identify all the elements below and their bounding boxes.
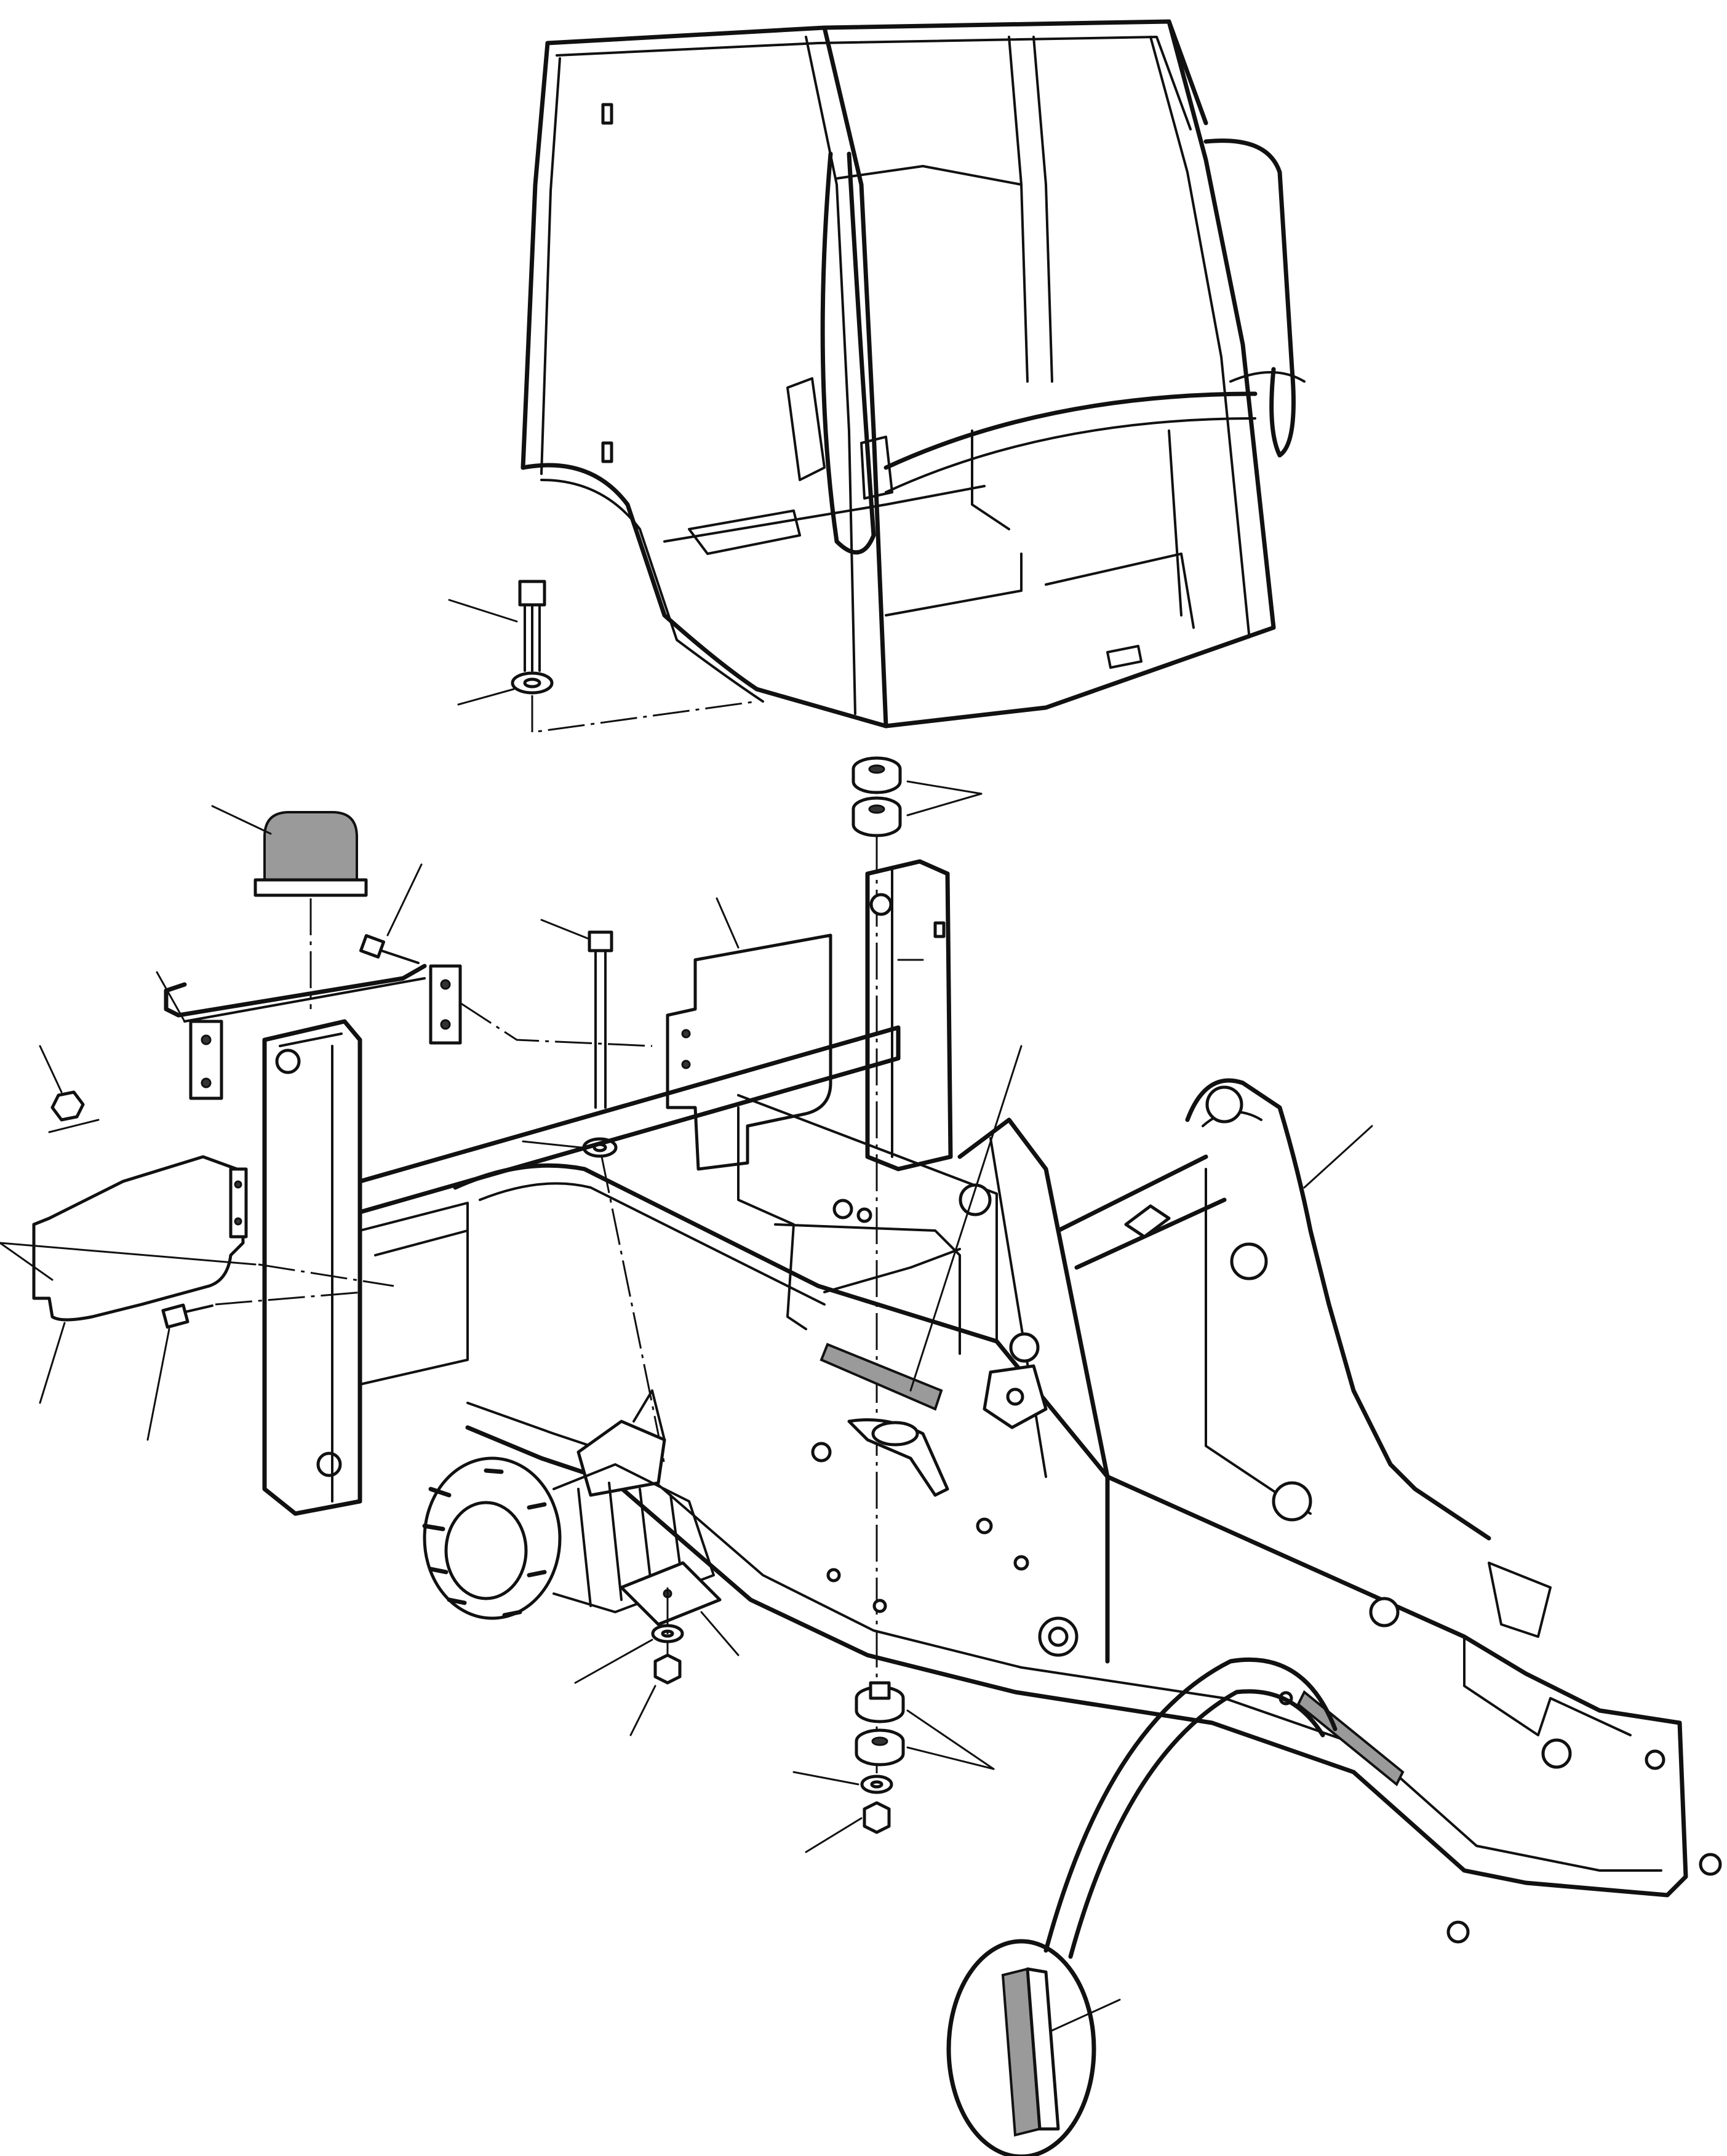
chassis-frame-icon xyxy=(262,859,1722,1944)
rubber-bumper-icon xyxy=(253,811,368,897)
wear-strip-icon xyxy=(820,1343,943,1411)
washer-icon xyxy=(511,671,554,695)
plate-icon xyxy=(620,1561,722,1626)
rod-icon xyxy=(164,964,427,1023)
rubber-mount-icon xyxy=(855,1681,905,1767)
plate-icon xyxy=(576,1389,666,1497)
screw-icon xyxy=(161,1303,213,1329)
plate-icon xyxy=(189,964,462,1100)
bolt-icon xyxy=(359,934,420,964)
nut-icon xyxy=(653,1653,682,1685)
wear-strip-icon xyxy=(1296,1690,1405,1787)
nut-icon xyxy=(50,1090,85,1122)
nut-icon xyxy=(863,1801,891,1834)
bolt-icon xyxy=(518,580,546,672)
wheel-hub-icon xyxy=(422,1456,715,1620)
cab-frame-icon xyxy=(520,19,1306,729)
washer-icon xyxy=(860,1775,893,1794)
cover-plate-icon xyxy=(32,1155,248,1322)
wear-strip-icon xyxy=(1001,1967,1060,2137)
rubber-mount-icon xyxy=(852,756,902,837)
detail-circle xyxy=(946,1939,1096,2156)
bolt-icon xyxy=(588,930,613,1109)
